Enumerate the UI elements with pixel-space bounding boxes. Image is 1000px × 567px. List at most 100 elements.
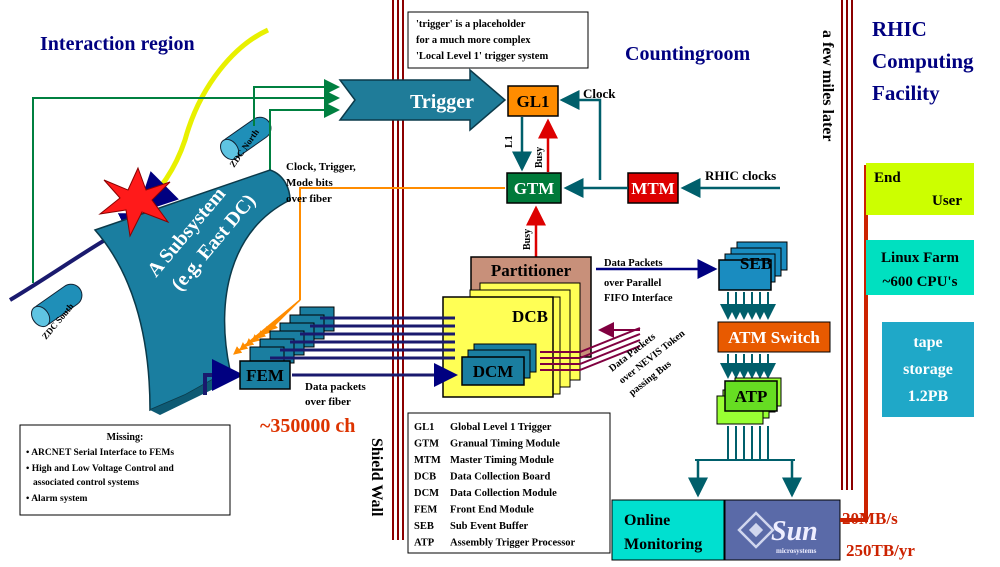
missing-box [19,424,231,516]
mtm-label: MTM [631,179,674,198]
trigger-label: Trigger [410,91,474,113]
busy-label-2: Busy [522,229,533,250]
trigger-arrow-shape [338,68,507,132]
tape-storage-line1: tape [913,334,942,351]
legend-abbr-dcb: DCB [414,472,436,483]
legend-abbr-atp: ATP [414,538,435,549]
data-packets-parallel-line2: over Parallel [604,278,661,289]
legend-abbr-gtm: GTM [414,439,439,450]
tape-storage-line3: 1.2PB [908,388,949,405]
dcm-box-front [461,356,525,386]
atp-box-front [724,380,778,412]
fiber-fan-orange [233,299,301,355]
legend-desc-gl1: Global Level 1 Trigger [450,422,552,433]
busy-label-1: Busy [534,147,545,168]
l1-label: L1 [503,135,515,148]
tape-storage-line2: storage [903,361,953,378]
legend-abbr-fem: FEM [414,505,437,516]
token-bus-line [540,345,641,371]
online-monitoring-box [611,499,725,561]
clock-label: Clock [583,86,616,101]
legend-abbr-seb: SEB [414,521,434,532]
rate-tbyr-label: 250TB/yr [846,541,915,560]
atm-switch-label: ATM Switch [728,328,820,347]
gtm-box [506,172,562,204]
seb-to-atm-arrows [720,292,776,320]
gtm-label: GTM [514,179,555,198]
countingroom-title: Countingroom [625,43,751,65]
data-packets-fiber-line2: over fiber [305,396,351,408]
end-user-line2: User [932,193,962,209]
trigger-note-box [407,11,589,69]
end-user-line1: End [874,170,901,186]
zdc-north-cylinder [220,116,272,161]
token-bus-line [540,333,641,359]
clock-trigger-line3: over fiber [286,193,332,205]
partitioner-label: Partitioner [491,261,572,280]
sun-logo-icon [737,511,775,549]
fem-box-front [239,360,291,390]
legend-abbr-gl1: GL1 [414,422,434,433]
legend-desc-gtm: Granual Timing Module [450,439,560,450]
legend-desc-dcb: Data Collection Board [450,472,550,483]
trigger-note-line2: for a much more complex [416,35,531,46]
mtm-box [627,172,679,204]
zdc-south-to-trigger-line [32,90,340,283]
dcb-label: DCB [512,307,548,326]
rhic-clocks-label: RHIC clocks [705,168,776,183]
sun-logo-subtext: microsystems [776,547,817,555]
linux-farm-line2: ~600 CPU's [883,274,958,290]
collision-star-icon [98,166,171,238]
interaction-region-title: Interaction region [40,33,195,55]
data-packets-parallel-line1: Data Packets [604,258,663,269]
atm-switch-box [717,321,831,353]
missing-bullet-2: • High and Low Voltage Control and [26,464,175,474]
legend-desc-fem: Front End Module [450,505,534,516]
clock-trigger-line2: Mode bits [286,177,333,189]
rhic-title-line3: Facility [872,81,940,105]
zdc-south-cylinder [31,283,83,328]
legend-desc-mtm: Master Timing Module [450,455,554,466]
legend-desc-seb: Sub Event Buffer [450,521,529,532]
fiber-fan-line [233,299,301,355]
miles-label: a few miles later [819,30,836,142]
online-monitoring-line1: Online [624,512,670,529]
missing-title: Missing: [107,432,144,443]
clock-trigger-line1: Clock, Trigger, [286,161,356,173]
tape-storage-box [882,322,974,417]
data-packets-parallel-line3: FIFO Interface [604,293,673,304]
dcm-label: DCM [473,362,514,381]
end-user-box [866,163,974,215]
subsystem-detector-shape [93,169,291,412]
data-packets-fiber-line1: Data packets [305,381,367,393]
linux-farm-box [866,240,974,295]
seb-box-front [718,259,772,291]
gl1-box [507,85,559,117]
channel-count: ~350000 ch [260,415,355,437]
zdc-north-to-trigger-line [253,79,340,126]
token-bus-line [540,339,641,365]
shield-wall-label: Shield Wall [368,438,385,517]
sun-workstation-box [724,499,841,561]
rhic-title-line2: Computing [872,49,974,73]
legend-desc-dcm: Data Collection Module [450,488,557,499]
gl1-label: GL1 [516,92,549,111]
rate-mbps-label: 20MB/s [842,509,898,528]
trigger-note-line1: 'trigger' is a placeholder [416,19,526,30]
detector-to-fem-arrow [203,359,244,395]
seb-label: SEB [740,254,772,273]
subsystem-detector-edge [150,370,232,415]
sun-logo-text: Sun [771,516,818,547]
online-monitoring-line2: Monitoring [624,536,702,553]
clock-arrow [559,90,602,180]
missing-bullet-1: • ARCNET Serial Interface to FEMs [26,448,174,458]
atp-label: ATP [735,387,768,406]
missing-bullet-2-cont: associated control systems [33,478,139,488]
missing-bullet-3: • Alarm system [26,494,87,504]
atm-to-atp-arrows [720,354,776,379]
legend-desc-atp: Assembly Trigger Processor [450,538,576,549]
legend-box [407,412,611,554]
legend-abbr-mtm: MTM [414,455,441,466]
